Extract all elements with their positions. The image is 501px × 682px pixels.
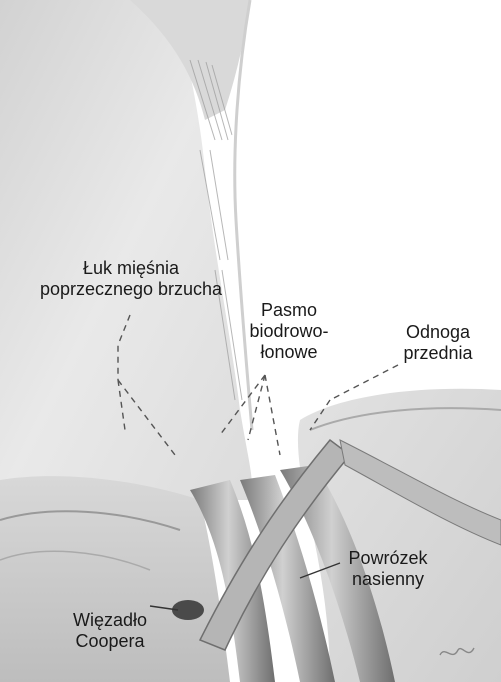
label-iliopubic-line1: Pasmo <box>244 300 334 321</box>
abdominal-wall <box>0 0 252 500</box>
label-cooper-line1: Więzadło <box>60 610 160 631</box>
label-anterior-crus-line2: przednia <box>388 343 488 364</box>
label-spermatic-cord: Powrózek nasienny <box>338 548 438 590</box>
right-upper-tissue <box>231 0 501 440</box>
label-spermatic-cord-line2: nasienny <box>338 569 438 590</box>
label-iliopubic-line3: łonowe <box>244 342 334 363</box>
label-iliopubic-tract: Pasmo biodrowo- łonowe <box>244 300 334 363</box>
label-arch: Łuk mięśnia poprzecznego brzucha <box>26 258 236 300</box>
label-arch-line2: poprzecznego brzucha <box>26 279 236 300</box>
label-spermatic-cord-line1: Powrózek <box>338 548 438 569</box>
label-anterior-crus: Odnoga przednia <box>388 322 488 364</box>
label-cooper-ligament: Więzadło Coopera <box>60 610 160 652</box>
label-anterior-crus-line1: Odnoga <box>388 322 488 343</box>
label-iliopubic-line2: biodrowo- <box>244 321 334 342</box>
label-arch-line1: Łuk mięśnia <box>26 258 236 279</box>
label-cooper-line2: Coopera <box>60 631 160 652</box>
